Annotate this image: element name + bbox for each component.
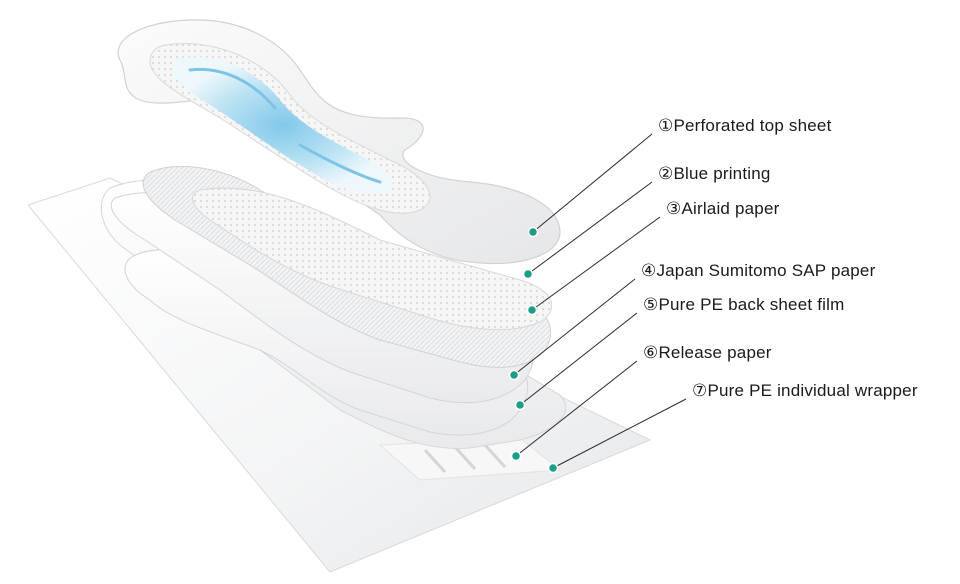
layer-1-marker-dot — [529, 228, 538, 237]
layer-4-label: ④Japan Sumitomo SAP paper — [641, 261, 875, 281]
layer-2-label: ②Blue printing — [658, 164, 771, 184]
layer-6-label: ⑥Release paper — [643, 343, 772, 363]
layer-1-label: ①Perforated top sheet — [658, 116, 832, 136]
layer-1-leader-line — [533, 134, 652, 232]
layer-4-marker-dot — [510, 371, 519, 380]
layer-3-label: ③Airlaid paper — [666, 199, 779, 219]
layer-3-marker-dot — [528, 306, 537, 315]
layer-2-marker-dot — [524, 270, 533, 279]
layer-6-marker-dot — [512, 452, 521, 461]
layer-7-marker-dot — [549, 464, 558, 473]
layer-5-marker-dot — [516, 401, 525, 410]
layer-5-label: ⑤Pure PE back sheet film — [643, 295, 844, 315]
layer-7-label: ⑦Pure PE individual wrapper — [692, 381, 918, 401]
